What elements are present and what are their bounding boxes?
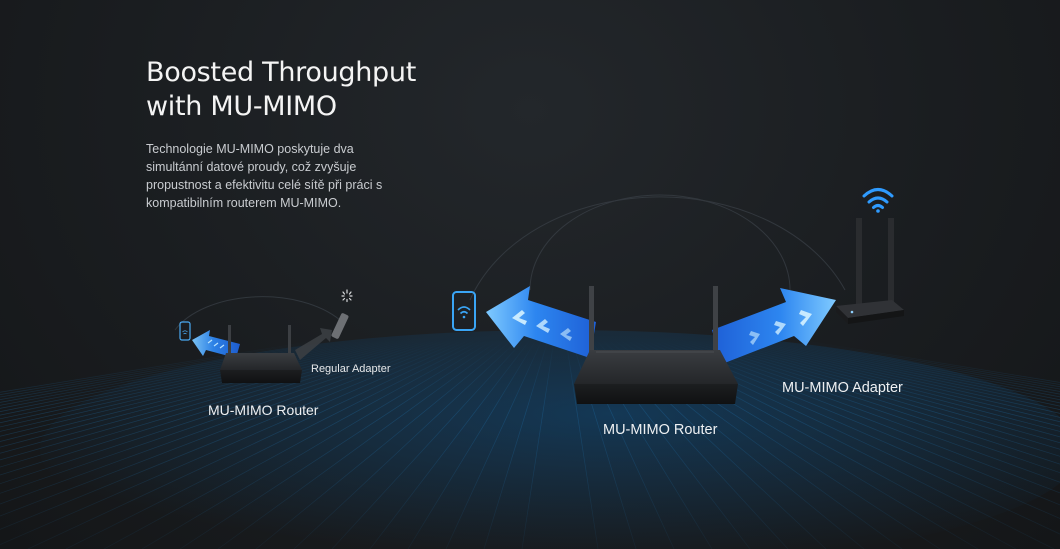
regular-adapter-device	[331, 313, 349, 339]
smartphone-icon	[179, 321, 191, 341]
signal-arrow-right	[712, 288, 836, 364]
large-router-label: MU-MIMO Router	[603, 422, 718, 438]
feature-description: Technologie MU-MIMO poskytuje dva simult…	[146, 142, 383, 210]
wifi-icon	[862, 188, 894, 213]
mu-mimo-adapter-label: MU-MIMO Adapter	[782, 380, 903, 396]
usb-adapter-icon	[836, 218, 904, 324]
large-router-scene	[452, 188, 904, 404]
small-router-scene	[179, 289, 353, 383]
regular-adapter-label: Regular Adapter	[311, 363, 391, 375]
smartphone-icon	[452, 291, 476, 331]
signal-arcs	[174, 194, 846, 331]
small-router-label: MU-MIMO Router	[208, 402, 319, 418]
loading-spinner-icon	[341, 289, 353, 303]
signal-arrow-left	[486, 286, 596, 358]
page-title: Boosted Throughput with MU-MIMO	[146, 57, 416, 122]
router-icon	[574, 286, 738, 404]
router-icon	[220, 325, 302, 383]
perspective-grid-floor	[0, 330, 1060, 549]
